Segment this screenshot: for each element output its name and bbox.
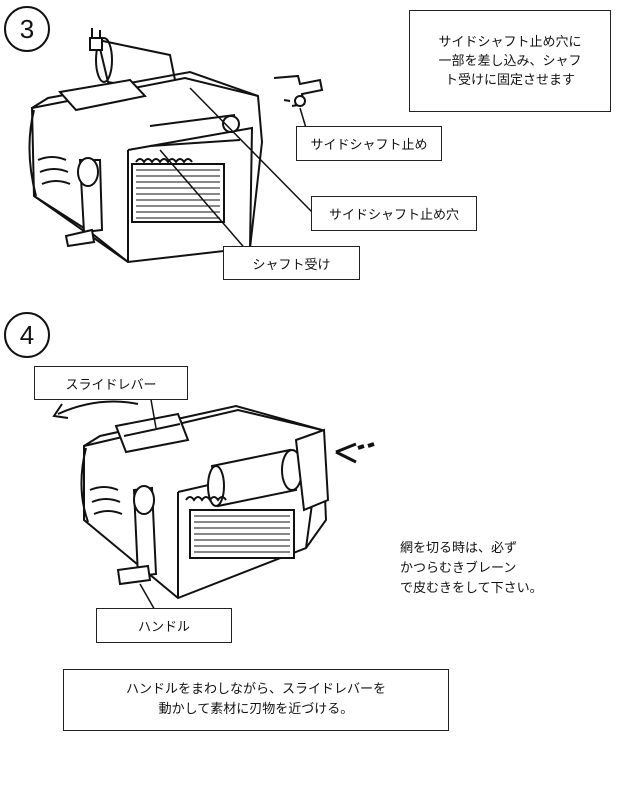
step-number-3: 3 (4, 6, 50, 52)
step3-machine-drawing (28, 28, 324, 264)
label-slide-lever-text: スライドレバー (65, 377, 157, 393)
label-handle: ハンドル (96, 608, 232, 643)
label-shaft-bearing: シャフト受け (223, 246, 360, 280)
label-side-shaft-stopper-hole-text: サイドシャフト止め穴 (328, 208, 459, 223)
step-number-3-text: 3 (19, 13, 35, 44)
label-side-shaft-stopper-hole: サイドシャフト止め穴 (311, 196, 477, 231)
caution-text: 網を切る時は、必ず かつらむきブレーン で皮むきをして下さい。 (400, 541, 543, 596)
label-side-shaft-stopper: サイドシャフト止め (296, 126, 442, 161)
label-handle-text: ハンドル (137, 620, 190, 635)
step-number-4: 4 (4, 312, 50, 358)
step3-leader-lines (159, 87, 313, 253)
label-side-shaft-stopper-text: サイドシャフト止め (310, 138, 428, 153)
label-shaft-bearing-text: シャフト受け (252, 257, 331, 273)
label-slide-lever: スライドレバー (34, 366, 188, 400)
step3-note-box: サイドシャフト止め穴に 一部を差し込み、シャフ ト受けに固定させます (409, 10, 611, 112)
step-number-4-text: 4 (19, 319, 35, 350)
instruction-text: ハンドルをまわしながら、スライドレバーを 動かして素材に刃物を近づける。 (125, 682, 386, 717)
instruction-box: ハンドルをまわしながら、スライドレバーを 動かして素材に刃物を近づける。 (63, 669, 449, 731)
step3-note-text: サイドシャフト止め穴に 一部を差し込み、シャフ ト受けに固定させます (438, 34, 582, 88)
step4-machine-drawing (52, 400, 375, 600)
